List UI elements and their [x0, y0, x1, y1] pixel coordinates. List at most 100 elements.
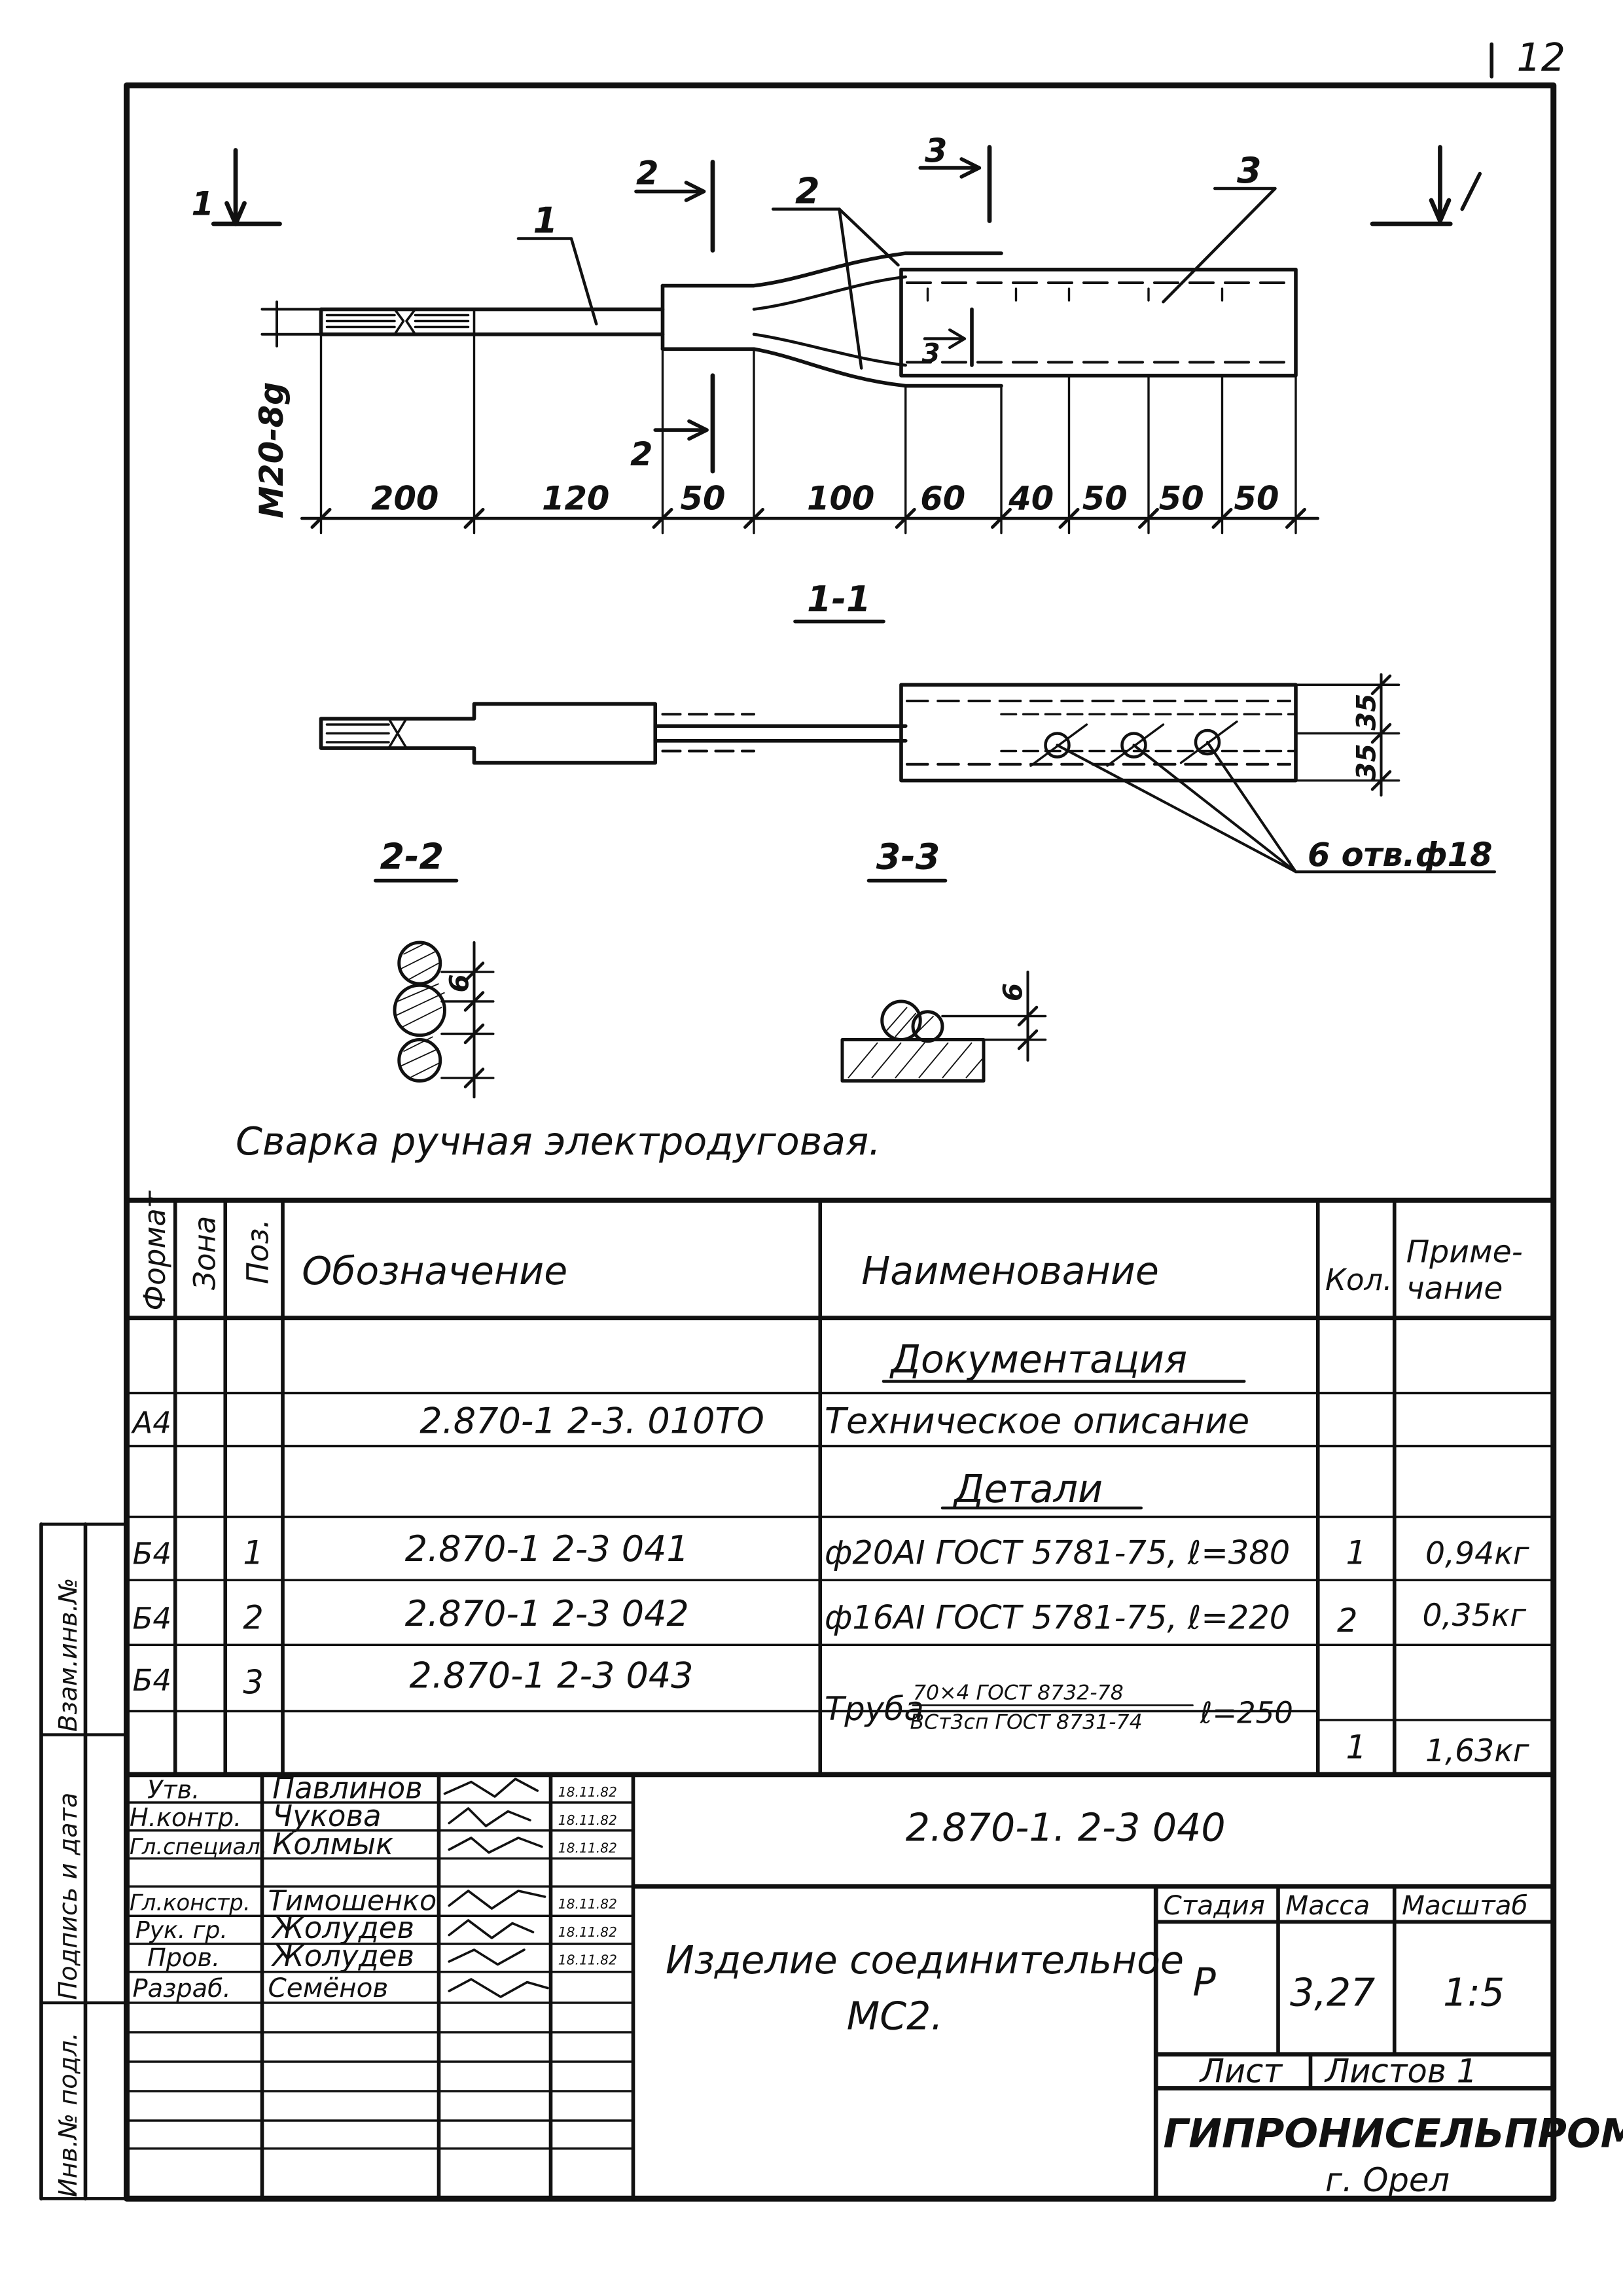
title-block: Утв. Павлинов 18.11.82 Н.контр. Чукова 1… [125, 1770, 1623, 2201]
thread-dimension: M20-8g [253, 300, 323, 518]
callout-3: 3 [1162, 150, 1277, 304]
svg-text:Н.контр.: Н.контр. [130, 1803, 241, 1833]
extension-lines [319, 333, 1297, 535]
svg-text:2.870-1 2-3 041: 2.870-1 2-3 041 [405, 1528, 689, 1570]
section-parts: Детали [952, 1467, 1103, 1511]
svg-text:2.870-1 2-3. 010ТО: 2.870-1 2-3. 010ТО [419, 1400, 764, 1441]
section-mark-1-label: 1 [192, 185, 214, 223]
svg-text:18.11.82: 18.11.82 [558, 1812, 617, 1828]
svg-text:ℓ=250: ℓ=250 [1200, 1696, 1293, 1731]
svg-text:18.11.82: 18.11.82 [558, 1924, 617, 1940]
margin-inv-repl: Взам.инв.№ [54, 1578, 83, 1732]
section-mark-3-inner-label: 3 [922, 338, 940, 369]
svg-text:ф20АI ГОСТ 5781-75, ℓ=380: ф20АI ГОСТ 5781-75, ℓ=380 [825, 1534, 1290, 1572]
width-dim-b: 35 [1351, 694, 1382, 730]
svg-text:Утв.: Утв. [147, 1775, 200, 1804]
dim-100: 100 [807, 480, 874, 518]
plates-part-2 [660, 251, 1003, 388]
svg-text:18.11.82: 18.11.82 [558, 1840, 617, 1856]
svg-text:70×4 ГОСТ 8732-78: 70×4 ГОСТ 8732-78 [913, 1681, 1124, 1705]
holes-note: 6 отв.ф18 [1308, 836, 1493, 874]
tb-mass-label: Масса [1285, 1890, 1370, 1921]
svg-text:0,94кг: 0,94кг [1425, 1536, 1530, 1572]
tb-person-utv: Утв. Павлинов 18.11.82 [147, 1770, 617, 1805]
tb-person-glkonstr: Гл.констр. Тимошенко 18.11.82 [130, 1884, 617, 1917]
section-mark-1-left: 1 [192, 148, 282, 226]
margin-inv-orig: Инв.№ подл. [54, 2032, 83, 2197]
svg-text:Колмык: Колмык [272, 1827, 393, 1861]
section-mark-2-top-label: 2 [636, 154, 658, 192]
weld-note: Сварка ручная электродуговая. [236, 1119, 881, 1164]
hdr-note-2: чание [1406, 1271, 1503, 1307]
hdr-pos: Поз. [241, 1219, 276, 1284]
section-3-3-label: 3-3 [876, 836, 940, 878]
svg-text:Труба: Труба [825, 1690, 924, 1728]
spec-row-pos-1: Б4 1 2.870-1 2-3 041 ф20АI ГОСТ 5781-75,… [133, 1528, 1530, 1572]
svg-text:2: 2 [243, 1599, 264, 1637]
svg-text:1: 1 [1346, 1534, 1367, 1572]
svg-text:Гл.констр.: Гл.констр. [130, 1890, 251, 1915]
section-2-2-label: 2-2 [380, 836, 444, 878]
svg-text:Б4: Б4 [133, 1602, 172, 1636]
dim-40: 40 [1008, 480, 1054, 518]
tb-person-razrab: Разраб. Семёнов [133, 1972, 549, 2003]
tb-person-glspec: Гл.специал. Колмык 18.11.82 [130, 1827, 617, 1861]
hdr-name: Наименование [861, 1249, 1159, 1293]
svg-text:Пров.: Пров. [147, 1943, 220, 1973]
tb-person-nkontr: Н.контр. Чукова 18.11.82 [130, 1799, 617, 1833]
svg-text:ф16АI ГОСТ 5781-75, ℓ=220: ф16АI ГОСТ 5781-75, ℓ=220 [825, 1599, 1290, 1637]
tb-org: ГИПРОНИСЕЛЬПРОМ [1164, 2111, 1623, 2157]
svg-text:2: 2 [1337, 1602, 1358, 1640]
tb-sheet-label: Лист [1199, 2053, 1284, 2090]
dim-60: 60 [920, 480, 965, 518]
sheet-frame [124, 82, 1557, 2202]
spec-row-docs: А4 2.870-1 2-3. 010ТО Техническое описан… [131, 1400, 1250, 1441]
svg-text:2: 2 [795, 171, 820, 212]
section-mark-3-top-label: 3 [925, 132, 947, 170]
tb-city: г. Орел [1325, 2161, 1450, 2199]
svg-text:1: 1 [533, 200, 558, 242]
svg-text:ВСт3сп ГОСТ 8731-74: ВСт3сп ГОСТ 8731-74 [910, 1711, 1143, 1734]
tb-scale-label: Масштаб [1402, 1890, 1527, 1921]
svg-text:Разраб.: Разраб. [133, 1974, 231, 2003]
svg-text:2.870-1 2-3 043: 2.870-1 2-3 043 [410, 1655, 694, 1696]
svg-text:Гл.специал.: Гл.специал. [130, 1834, 267, 1859]
dim-50-d: 50 [1234, 480, 1279, 518]
section-3-3: 3-3 6 [840, 836, 1047, 1083]
spec-table: Формат Зона Поз. Обозначение Наименовани… [124, 1190, 1556, 1778]
svg-text:Б4: Б4 [133, 1663, 172, 1698]
thread-label: M20-8g [253, 382, 291, 518]
svg-text:3: 3 [1237, 150, 1262, 191]
svg-text:Павлинов: Павлинов [272, 1770, 422, 1805]
svg-text:Семёнов: Семёнов [268, 1972, 389, 2003]
weld-dim-2-2: 6 [444, 974, 475, 992]
svg-text:1: 1 [1346, 1729, 1367, 1767]
section-mark-2-bottom-label: 2 [630, 435, 652, 473]
hdr-zone: Зона [188, 1216, 223, 1290]
tb-mass: 3,27 [1290, 1971, 1375, 2015]
sheet-number-block: 12 [1489, 35, 1565, 80]
dim-200: 200 [371, 480, 438, 518]
svg-text:1,63кг: 1,63кг [1425, 1733, 1530, 1769]
svg-text:Рук. гр.: Рук. гр. [135, 1917, 228, 1944]
tb-person-prov: Пров. Жолудев 18.11.82 [147, 1939, 617, 1973]
margin-strip: Инв.№ подл. Подпись и дата Взам.инв.№ [39, 1522, 128, 2201]
section-mark-3-top: 3 [918, 132, 992, 223]
svg-text:Б4: Б4 [133, 1537, 172, 1571]
dimension-chain: 200 120 50 100 60 40 50 50 50 [300, 480, 1319, 529]
tb-scale: 1:5 [1443, 1971, 1505, 2015]
weld-dim-3-3: 6 [997, 983, 1029, 1001]
hdr-format: Формат [137, 1190, 172, 1310]
svg-text:Жолудев: Жолудев [270, 1910, 414, 1945]
svg-text:Чукова: Чукова [272, 1799, 381, 1833]
tb-person-rukgr: Рук. гр. Жолудев 18.11.82 [135, 1910, 617, 1945]
tb-stage-label: Стадия [1164, 1890, 1265, 1921]
elevation-view: 1 2 2 [192, 132, 1482, 535]
svg-text:Тимошенко: Тимошенко [268, 1884, 437, 1917]
hdr-designation: Обозначение [302, 1249, 567, 1293]
svg-text:2.870-1 2-3 042: 2.870-1 2-3 042 [405, 1593, 689, 1634]
svg-text:3: 3 [243, 1664, 264, 1702]
callout-1: 1 [516, 200, 598, 326]
